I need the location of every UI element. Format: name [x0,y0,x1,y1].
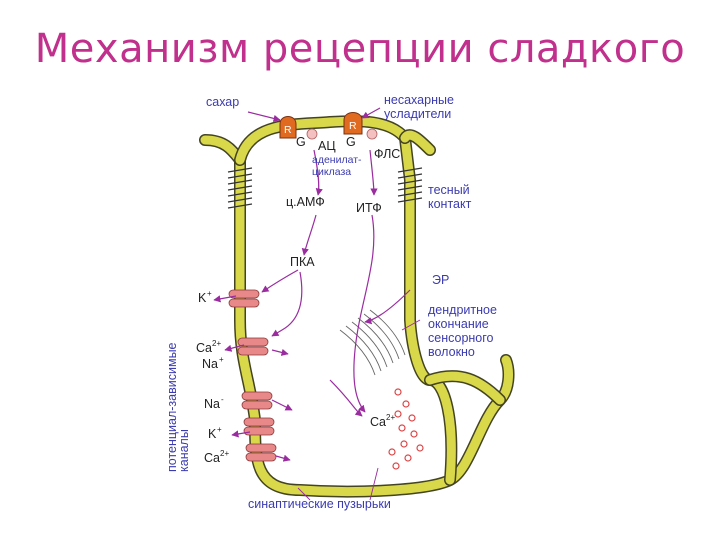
label-itf: ИТФ [356,201,382,215]
label-flc: ФЛС [374,147,400,161]
label-dend-1: дендритное [428,303,497,317]
receptor-1-label: R [284,124,292,136]
label-tight-1: тесный [428,183,470,197]
label-ca-inner: Ca [370,415,386,429]
tight-junction-left [227,167,253,209]
label-ac: АЦ [318,139,336,153]
label-na2-sup: - [221,395,224,404]
label-vertical-1: потенциал-зависимые [165,342,179,472]
label-camp: ц.АМФ [286,195,325,209]
label-g1: G [296,135,306,149]
label-er: ЭР [432,273,449,287]
label-non-sugar-1: несахарные [384,93,454,107]
label-ca2-sup: 2+ [220,449,229,458]
label-non-sugar-2: усладители [384,107,451,121]
label-g2: G [346,135,356,149]
label-dend-4: волокно [428,345,475,359]
label-na1: Na [202,357,218,371]
receptor-2: R [343,112,378,140]
tight-junction-right [397,167,423,203]
label-na1-sup: + [219,355,224,364]
receptor-1: R [279,116,318,140]
label-tight-2: контакт [428,197,472,211]
slide-title: Механизм рецепции сладкого [34,26,686,72]
label-dend-2: окончание [428,317,489,331]
ion-channels [228,289,277,462]
pathway-arrows [213,107,411,462]
receptor-2-label: R [349,120,357,132]
callout-lines [297,319,421,501]
label-ca-inner-sup: 2+ [386,413,395,422]
label-vertical-2: каналы [177,429,191,472]
label-pka: ПКА [290,255,315,269]
label-sugar: сахар [206,95,239,109]
label-ca2: Ca [204,451,220,465]
label-ca1-sup: 2+ [212,339,221,348]
label-aden-2: циклаза [312,166,351,178]
label-dend-3: сенсорного [428,331,494,345]
label-k1: K [198,291,207,305]
label-k2-sup: + [217,425,222,434]
synaptic-vesicles [388,388,424,470]
label-aden-1: аденилат- [312,154,362,166]
label-ca1: Ca [196,341,212,355]
label-k1-sup: + [207,289,212,298]
label-k2: K [208,427,217,441]
label-vesicles: синаптические пузырьки [248,497,391,511]
label-na2: Na [204,397,220,411]
